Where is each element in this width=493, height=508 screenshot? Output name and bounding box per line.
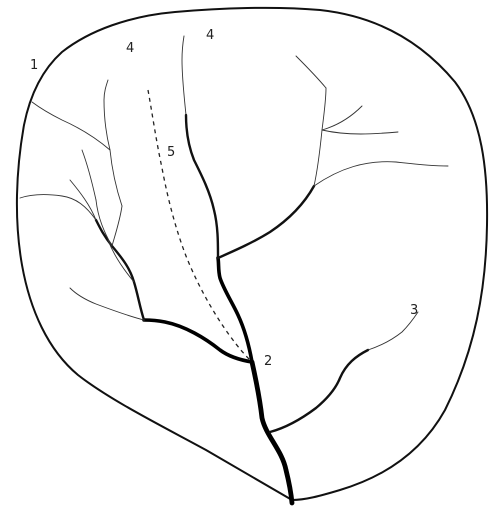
label-basin-outline: 1 — [30, 58, 38, 73]
label-outlet: 2 — [264, 354, 272, 369]
thin-tributaries — [20, 36, 448, 350]
left-tributary-lower — [144, 320, 252, 362]
label-tributary: 3 — [410, 303, 418, 318]
left-tributary-mid — [96, 220, 144, 320]
center-stream — [186, 115, 218, 258]
right-tributary-lower — [270, 350, 368, 432]
basin-outline — [17, 8, 487, 500]
label-headwater-left: 4 — [126, 41, 134, 56]
right-branch — [218, 186, 314, 258]
label-divide: 5 — [167, 145, 175, 160]
main-channel-upper — [218, 258, 252, 362]
divide-dashed-line — [148, 90, 250, 360]
label-headwater-center: 4 — [206, 28, 214, 43]
